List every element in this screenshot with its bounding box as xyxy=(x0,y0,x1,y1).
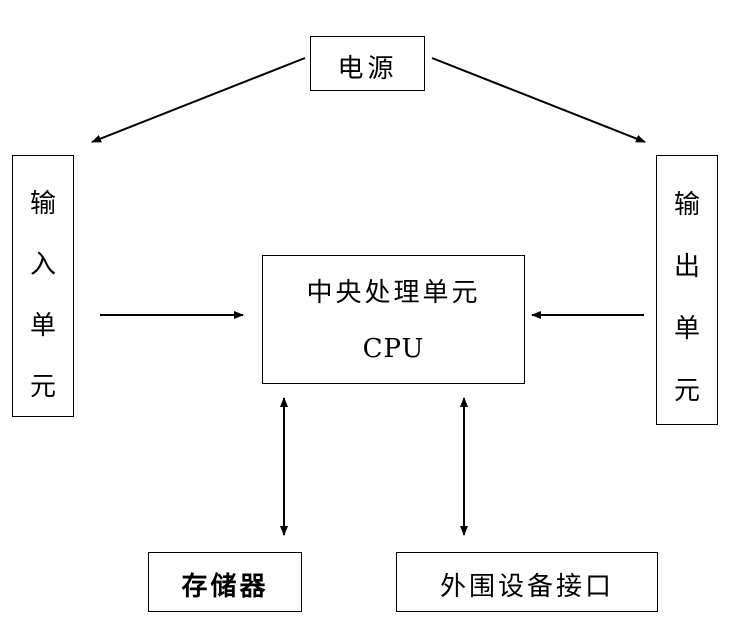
peripheral-interface-box: 外围设备接口 xyxy=(396,552,658,612)
input-unit-char: 单 xyxy=(29,311,56,341)
arrow-power-to-output xyxy=(431,57,646,143)
cpu-subtitle: CPU xyxy=(362,334,425,364)
peripheral-interface-label: 外围设备接口 xyxy=(439,572,614,602)
power-label: 电源 xyxy=(337,54,398,84)
cpu-box: 中央处理单元 CPU xyxy=(262,255,525,384)
input-unit-char: 入 xyxy=(29,250,56,280)
output-unit-char: 元 xyxy=(673,376,700,406)
input-unit-label: 输 入 单 元 xyxy=(13,174,73,418)
power-box: 电源 xyxy=(310,36,425,91)
memory-box: 存储器 xyxy=(148,552,302,612)
output-unit-char: 单 xyxy=(673,314,700,344)
output-unit-box: 输 出 单 元 xyxy=(656,155,718,425)
input-unit-char: 元 xyxy=(29,372,56,402)
output-unit-label: 输 出 单 元 xyxy=(657,174,717,422)
output-unit-char: 出 xyxy=(673,252,700,282)
arrow-power-to-input xyxy=(91,57,306,143)
input-unit-box: 输 入 单 元 xyxy=(12,155,74,417)
memory-label: 存储器 xyxy=(181,572,269,602)
input-unit-char: 输 xyxy=(29,189,56,219)
cpu-title: 中央处理单元 xyxy=(306,278,481,308)
output-unit-char: 输 xyxy=(673,190,700,220)
